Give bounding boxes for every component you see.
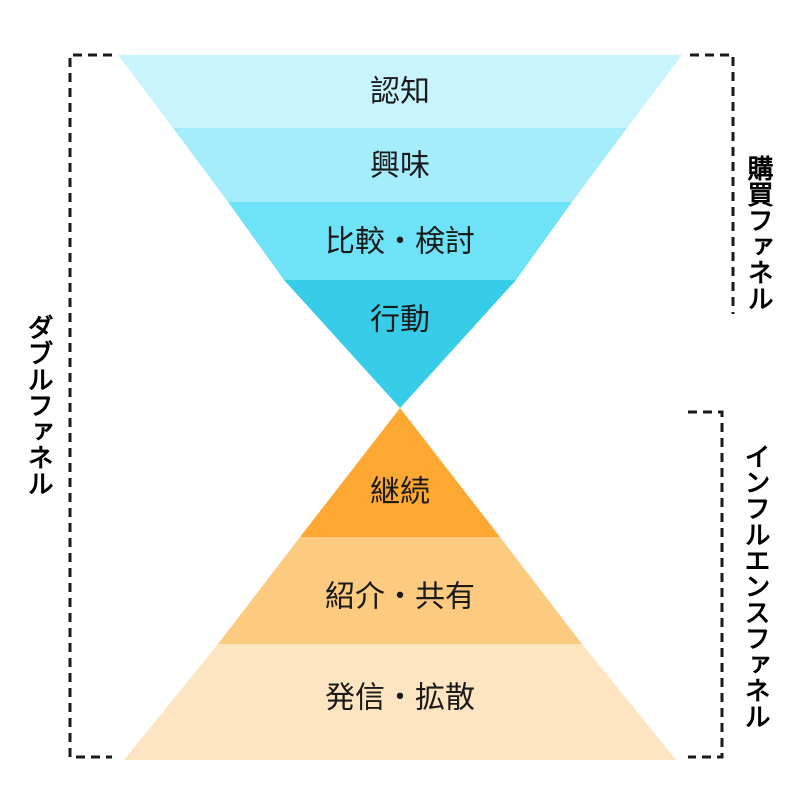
purchase-stage-3-band [228,202,572,280]
influence-stage-3-label: 発信・拡散 [325,681,475,716]
purchase-stage-4-band [284,280,516,408]
purchase-stage-1-label: 認知 [370,75,430,110]
influence-stage-1-band [300,408,500,537]
influence-stage-2-label: 紹介・共有 [325,580,475,615]
influence-funnel: 継続 紹介・共有 発信・拡散 [124,408,676,760]
purchase-funnel-label: 購買ファネル [743,155,773,311]
influence-funnel-label: インフルエンスファネル [740,443,770,729]
purchase-stage-1-band [118,55,682,128]
double-funnel-bracket [68,53,112,759]
influence-stage-2-band [218,537,582,644]
purchase-stage-2-label: 興味 [370,149,430,184]
purchase-funnel: 認知 興味 比較・検討 行動 [118,55,682,408]
double-funnel-label: ダブルファネル [23,314,53,496]
influence-funnel-bracket [688,410,724,759]
purchase-funnel-bracket [690,53,735,314]
purchase-stage-3-label: 比較・検討 [325,225,475,260]
purchase-stage-4-label: 行動 [370,303,430,338]
influence-stage-3-band [124,644,676,760]
influence-stage-1-label: 継続 [370,475,430,510]
purchase-stage-2-band [173,128,627,202]
